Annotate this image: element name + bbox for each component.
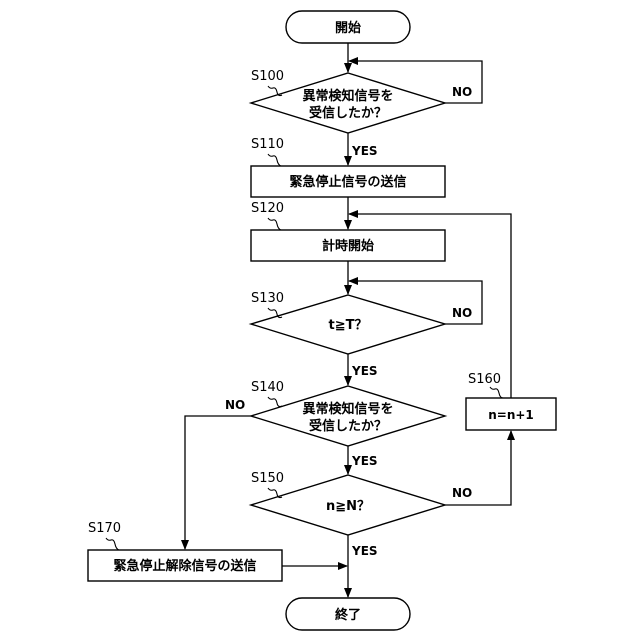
edge-s140-no bbox=[185, 416, 251, 549]
decision-s140-line1: 異常検知信号を bbox=[302, 401, 393, 417]
step-label-s160-group: S160 bbox=[468, 372, 503, 398]
start-node: 開始 bbox=[286, 11, 410, 43]
step-label-s160: S160 bbox=[468, 372, 501, 387]
step-label-s130-group: S130 bbox=[251, 291, 284, 318]
leader-s160 bbox=[490, 387, 503, 398]
step-label-s100-group: S100 bbox=[251, 69, 284, 96]
edge-label-s100-no: NO bbox=[452, 85, 472, 99]
edge-label-s140-no: NO bbox=[225, 398, 245, 412]
leader-s110 bbox=[268, 154, 281, 166]
edge-label-s100-yes: YES bbox=[351, 144, 378, 158]
step-label-s150: S150 bbox=[251, 471, 284, 486]
step-label-s100: S100 bbox=[251, 69, 284, 84]
start-label: 開始 bbox=[335, 20, 361, 36]
step-label-s140-group: S140 bbox=[251, 380, 284, 407]
step-label-s130: S130 bbox=[251, 291, 284, 306]
step-label-s120: S120 bbox=[251, 201, 284, 216]
end-node: 終了 bbox=[286, 598, 410, 630]
process-s120: 計時開始 bbox=[251, 230, 445, 261]
leader-s170 bbox=[106, 538, 119, 550]
decision-s100-line1: 異常検知信号を bbox=[302, 88, 393, 104]
decision-s140: 異常検知信号を 受信したか？ bbox=[251, 386, 445, 446]
process-s120-label: 計時開始 bbox=[322, 238, 374, 254]
step-label-s120-group: S120 bbox=[251, 201, 284, 230]
edge-label-s140-yes: YES bbox=[351, 454, 378, 468]
process-s160-label: n=n+1 bbox=[488, 408, 534, 422]
leader-s140 bbox=[268, 397, 282, 407]
end-label: 終了 bbox=[335, 607, 361, 623]
edge-label-s130-yes: YES bbox=[351, 364, 378, 378]
step-label-s170: S170 bbox=[88, 521, 121, 536]
process-s110-label: 緊急停止信号の送信 bbox=[289, 174, 406, 190]
step-label-s110: S110 bbox=[251, 137, 284, 152]
step-label-s140: S140 bbox=[251, 380, 284, 395]
step-label-s170-group: S170 bbox=[88, 521, 121, 550]
decision-s100-line2: 受信したか？ bbox=[309, 105, 387, 121]
decision-s150-label: n≧N？ bbox=[326, 499, 370, 514]
process-s170-label: 緊急停止解除信号の送信 bbox=[113, 558, 256, 574]
edge-label-s150-no: NO bbox=[452, 486, 472, 500]
edge-label-s130-no: NO bbox=[452, 306, 472, 320]
leader-s120 bbox=[268, 218, 281, 230]
step-label-s150-group: S150 bbox=[251, 471, 284, 498]
process-s170: 緊急停止解除信号の送信 bbox=[88, 550, 282, 581]
step-label-s110-group: S110 bbox=[251, 137, 284, 166]
decision-s130-label: t≧T？ bbox=[329, 318, 368, 333]
edge-label-s150-yes: YES bbox=[351, 544, 378, 558]
decision-s140-line2: 受信したか？ bbox=[309, 418, 387, 434]
process-s160: n=n+1 bbox=[466, 398, 556, 430]
process-s110: 緊急停止信号の送信 bbox=[251, 166, 445, 197]
